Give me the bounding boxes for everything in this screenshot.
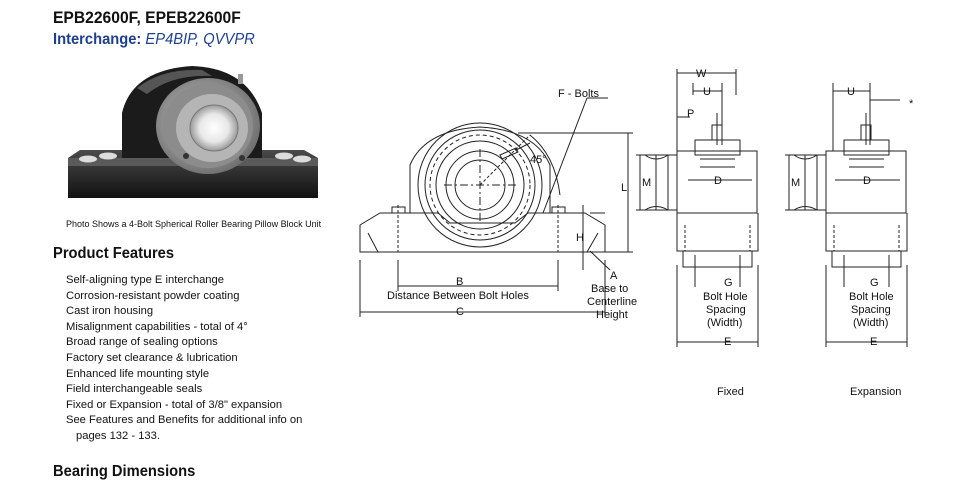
feature-item: Corrosion-resistant powder coating [66, 289, 240, 302]
label-p: P [687, 108, 694, 120]
label-g-expansion: G [870, 277, 879, 289]
interchange-value: EP4BIP, QVVPR [145, 31, 255, 48]
label-width-fixed: (Width) [707, 317, 742, 329]
label-f-bolts: F - Bolts [558, 88, 599, 100]
pillow-block-photo [68, 66, 318, 198]
product-features-list: Self-aligning type E interchange Corrosi… [66, 273, 302, 445]
label-height: Height [596, 309, 628, 321]
label-d-expansion: D [863, 175, 871, 187]
label-fixed: Fixed [717, 386, 744, 398]
label-u-expansion: U [847, 86, 855, 98]
label-l: L [621, 182, 627, 194]
photo-caption: Photo Shows a 4-Bolt Spherical Roller Be… [66, 219, 322, 229]
product-features-heading: Product Features [53, 245, 175, 262]
label-angle: 45° [530, 154, 547, 166]
feature-item: Enhanced life mounting style [66, 367, 210, 380]
label-centerline: Centerline [587, 296, 637, 308]
label-m-fixed: M [642, 177, 651, 189]
feature-item: Broad range of sealing options [66, 336, 218, 349]
feature-item: Cast iron housing [66, 305, 154, 318]
label-bolt-hole-fixed: Bolt Hole [703, 291, 748, 303]
label-e-fixed: E [724, 336, 731, 348]
label-g-fixed: G [724, 277, 733, 289]
feature-item: Factory set clearance & lubrication [66, 351, 238, 364]
bearing-dimensions-heading: Bearing Dimensions [53, 463, 196, 480]
label-d-fixed: D [714, 175, 722, 187]
label-w: W [696, 68, 707, 80]
feature-item: Self-aligning type E interchange [66, 274, 224, 286]
label-distance-between: Distance Between Bolt Holes [387, 290, 529, 302]
interchange-label: Interchange: [53, 31, 142, 48]
label-e-expansion: E [870, 336, 877, 348]
label-h: H [576, 232, 584, 244]
label-expansion: Expansion [850, 386, 901, 398]
dimension-drawing: F - Bolts 45° L H A Base to Centerline H… [359, 68, 914, 398]
feature-item: Field interchangeable seals [66, 383, 203, 396]
label-bolt-hole-expansion: Bolt Hole [849, 291, 894, 303]
label-b: B [456, 276, 463, 288]
label-width-expansion: (Width) [853, 317, 888, 329]
label-m-expansion: M [791, 177, 800, 189]
feature-item: Fixed or Expansion - total of 3/8" expan… [66, 398, 283, 411]
label-base-to: Base to [591, 283, 628, 295]
feature-continuation-text: pages 132 - 133. [76, 429, 160, 442]
product-title: EPB22600F, EPEB22600F [53, 8, 241, 27]
feature-item-continuation: pages 132 - 133. [66, 429, 302, 445]
interchange-line: Interchange: EP4BIP, QVVPR [53, 31, 255, 49]
label-u-fixed: U [703, 86, 711, 98]
feature-item: See Features and Benefits for additional… [66, 414, 303, 427]
label-c: C [456, 306, 464, 318]
label-spacing-fixed: Spacing [706, 304, 746, 316]
label-a: A [610, 270, 618, 282]
feature-item: Misalignment capabilities - total of 4° [66, 320, 248, 333]
label-star: * [909, 98, 914, 110]
label-spacing-expansion: Spacing [851, 304, 891, 316]
